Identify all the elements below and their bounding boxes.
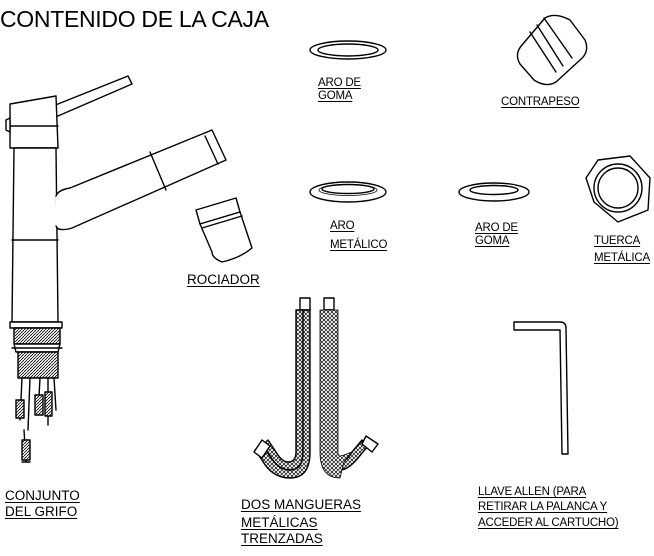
metal-ring-label: ARO METÁLICO xyxy=(330,220,388,251)
page-title: CONTENIDO DE LA CAJA xyxy=(0,6,269,32)
aerator-label: ROCIADOR xyxy=(187,272,260,287)
rubber-ring-small-illustration xyxy=(458,182,530,202)
faucet-assembly-label: CONJUNTO DEL GRIFO xyxy=(5,488,80,519)
rubber-ring-small-label: ARO DE GOMA xyxy=(475,222,518,247)
counterweight-label: CONTRAPESO xyxy=(501,96,580,108)
braided-hoses-illustration xyxy=(253,297,379,479)
allen-key-label: LLAVE ALLEN (PARA RETIRAR LA PALANCA Y A… xyxy=(478,486,619,529)
allen-key-illustration xyxy=(513,321,569,455)
rubber-ring-top-label: ARO DE GOMA xyxy=(318,77,361,102)
rubber-ring-top-illustration xyxy=(309,40,387,60)
aerator-illustration xyxy=(195,197,253,263)
braided-hoses-label: DOS MANGUERAS METÁLICAS TRENZADAS xyxy=(241,497,362,546)
metal-nut-label: TUERCA METÁLICA xyxy=(594,235,650,264)
metal-nut-illustration xyxy=(585,155,651,223)
counterweight-illustration xyxy=(516,14,588,86)
faucet-illustration xyxy=(5,75,227,463)
metal-ring-illustration xyxy=(309,181,387,203)
